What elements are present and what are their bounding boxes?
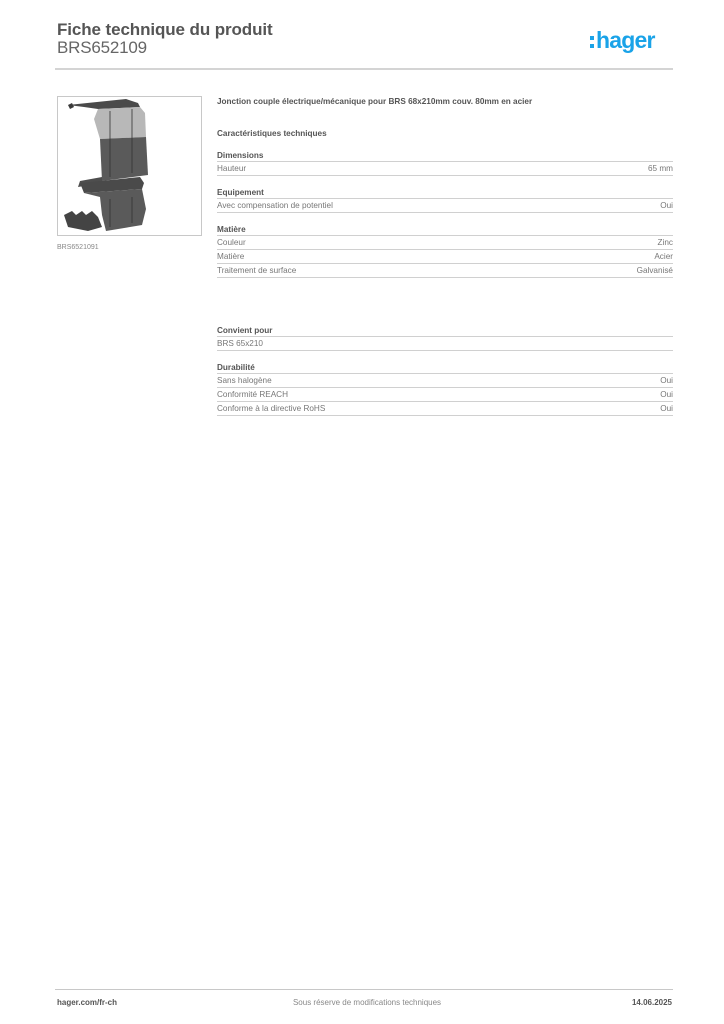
spec-value: Oui [660, 404, 673, 413]
product-photo-icon [64, 99, 148, 231]
section-spacer [217, 289, 673, 325]
group-durabilite: Durabilité Sans halogène Oui Conformité … [217, 362, 673, 416]
spec-row: Conforme à la directive RoHS Oui [217, 402, 673, 416]
group-title: Durabilité [217, 362, 673, 374]
hager-logo: hager [590, 26, 655, 54]
spec-row: Couleur Zinc [217, 236, 673, 250]
spec-row: BRS 65x210 [217, 337, 673, 351]
spec-label: Couleur [217, 238, 246, 247]
spec-value: 65 mm [647, 164, 673, 173]
spec-label: Conforme à la directive RoHS [217, 404, 326, 413]
group-equipement: Equipement Avec compensation de potentie… [217, 187, 673, 213]
image-caption: BRS6521091 [57, 244, 99, 251]
spec-label: Hauteur [217, 164, 247, 173]
characteristics-title: Caractéristiques techniques [217, 129, 327, 138]
footer-disclaimer: Sous réserve de modifications techniques [292, 998, 442, 1007]
spec-label: BRS 65x210 [217, 339, 263, 348]
footer-website-link[interactable]: hager.com/fr-ch [57, 998, 118, 1007]
spec-row: Conformité REACH Oui [217, 388, 673, 402]
spec-row: Hauteur 65 mm [217, 162, 673, 176]
group-convient-pour: Convient pour BRS 65x210 [217, 325, 673, 351]
group-dimensions: Dimensions Hauteur 65 mm [217, 150, 673, 176]
spec-row: Avec compensation de potentiel Oui [217, 199, 673, 213]
product-image [57, 96, 202, 236]
spec-value: Oui [660, 376, 673, 385]
group-title: Equipement [217, 187, 673, 199]
footer-divider [55, 989, 673, 990]
spec-value: Zinc [657, 238, 673, 247]
spec-label: Matière [217, 252, 245, 261]
logo-colon-icon [590, 36, 594, 48]
spec-label: Conformité REACH [217, 390, 288, 399]
group-matiere: Matière Couleur Zinc Matière Acier Trait… [217, 224, 673, 278]
product-details: Jonction couple électrique/mécanique pou… [217, 96, 673, 427]
spec-value: Galvanisé [636, 266, 673, 275]
spec-row: Traitement de surface Galvanisé [217, 264, 673, 278]
page-title: Fiche technique du produit [57, 20, 273, 39]
spec-value: Acier [654, 252, 673, 261]
spec-label: Traitement de surface [217, 266, 297, 275]
spec-value: Oui [660, 390, 673, 399]
spec-row: Sans halogène Oui [217, 374, 673, 388]
spec-label: Avec compensation de potentiel [217, 201, 333, 210]
spec-value: Oui [660, 201, 673, 210]
header-divider [55, 68, 673, 70]
spec-row: Matière Acier [217, 250, 673, 264]
group-title: Matière [217, 224, 673, 236]
spec-label: Sans halogène [217, 376, 272, 385]
group-title: Dimensions [217, 150, 673, 162]
group-title: Convient pour [217, 325, 673, 337]
product-sku: BRS652109 [57, 38, 147, 57]
footer-date: 14.06.2025 [631, 998, 672, 1007]
logo-text: hager [596, 27, 655, 53]
product-description: Jonction couple électrique/mécanique pou… [217, 97, 533, 106]
